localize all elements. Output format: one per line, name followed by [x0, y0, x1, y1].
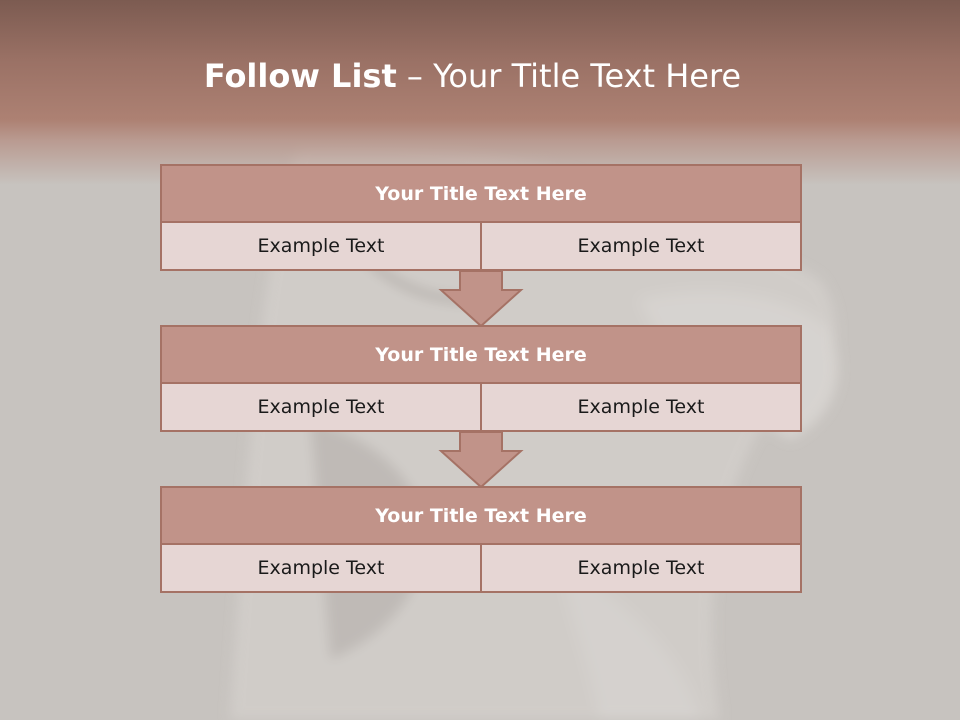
- block-cell-left: Example Text: [160, 382, 482, 432]
- down-arrow-icon: [438, 270, 524, 328]
- slide-title-strong: Follow List: [203, 57, 397, 95]
- slide-title: Follow List – Your Title Text Here: [0, 52, 945, 100]
- block-title: Your Title Text Here: [160, 164, 802, 223]
- block-cell-left: Example Text: [160, 543, 482, 593]
- block-cell-right: Example Text: [480, 221, 802, 271]
- down-arrow-icon: [438, 431, 524, 489]
- block-cell-left: Example Text: [160, 221, 482, 271]
- slide-title-rest: – Your Title Text Here: [396, 57, 742, 95]
- title-band: [0, 0, 960, 185]
- block-cell-right: Example Text: [480, 382, 802, 432]
- block-cell-right: Example Text: [480, 543, 802, 593]
- block-title: Your Title Text Here: [160, 325, 802, 384]
- block-title: Your Title Text Here: [160, 486, 802, 545]
